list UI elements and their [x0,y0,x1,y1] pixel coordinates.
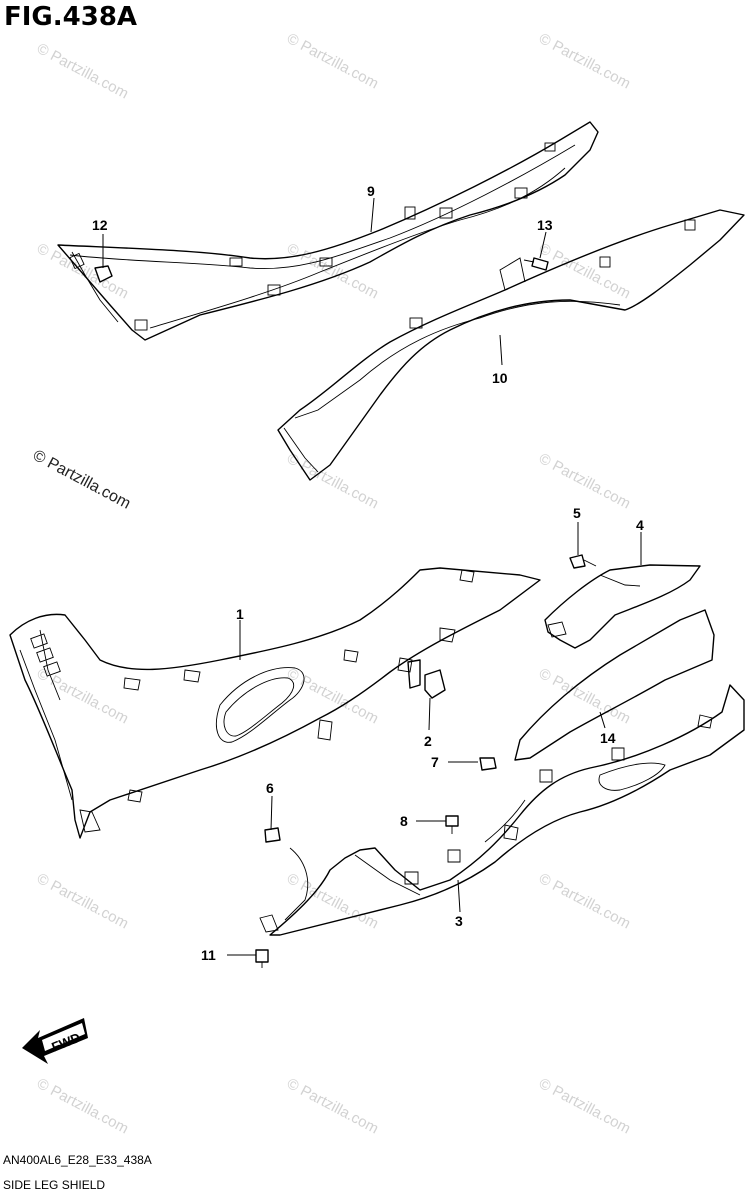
part-8-clip [445,815,459,834]
part-9-drawing [57,121,599,341]
callout-13: 13 [537,217,553,233]
part-14-pad [514,609,715,761]
part-3-drawing [259,684,745,936]
callout-10: 10 [492,370,508,386]
callout-8: 8 [400,813,408,829]
part-11-clip [255,949,269,968]
callout-2: 2 [424,733,432,749]
part-1-drawing [9,567,541,839]
callout-7: 7 [431,754,439,770]
callout-9: 9 [367,183,375,199]
part-4-drawing [544,564,701,649]
callout-1: 1 [236,606,244,622]
part-5-screw [569,554,597,569]
callout-14: 14 [600,730,616,746]
fwd-arrow-icon: FWD [22,1018,88,1064]
callout-3: 3 [455,913,463,929]
leader-lines [102,197,642,956]
part-7-clip [479,757,497,771]
callout-11: 11 [201,947,216,963]
figure-title: FIG.438A [4,2,138,32]
callout-12: 12 [92,217,108,233]
part-10-drawing [277,209,745,481]
callout-6: 6 [266,780,274,796]
callout-4: 4 [636,517,644,533]
diagram-name: SIDE LEG SHIELD [3,1178,106,1192]
model-code: AN400AL6_E28_E33_438A [3,1153,152,1167]
part-13-screw [523,257,549,271]
callout-labels: 9 12 13 10 1 2 5 4 14 7 8 6 3 11 [92,183,644,963]
callout-5: 5 [573,505,581,521]
part-2-bracket [407,659,446,699]
part-6-clip [264,827,281,843]
part-12-clip [94,265,113,283]
